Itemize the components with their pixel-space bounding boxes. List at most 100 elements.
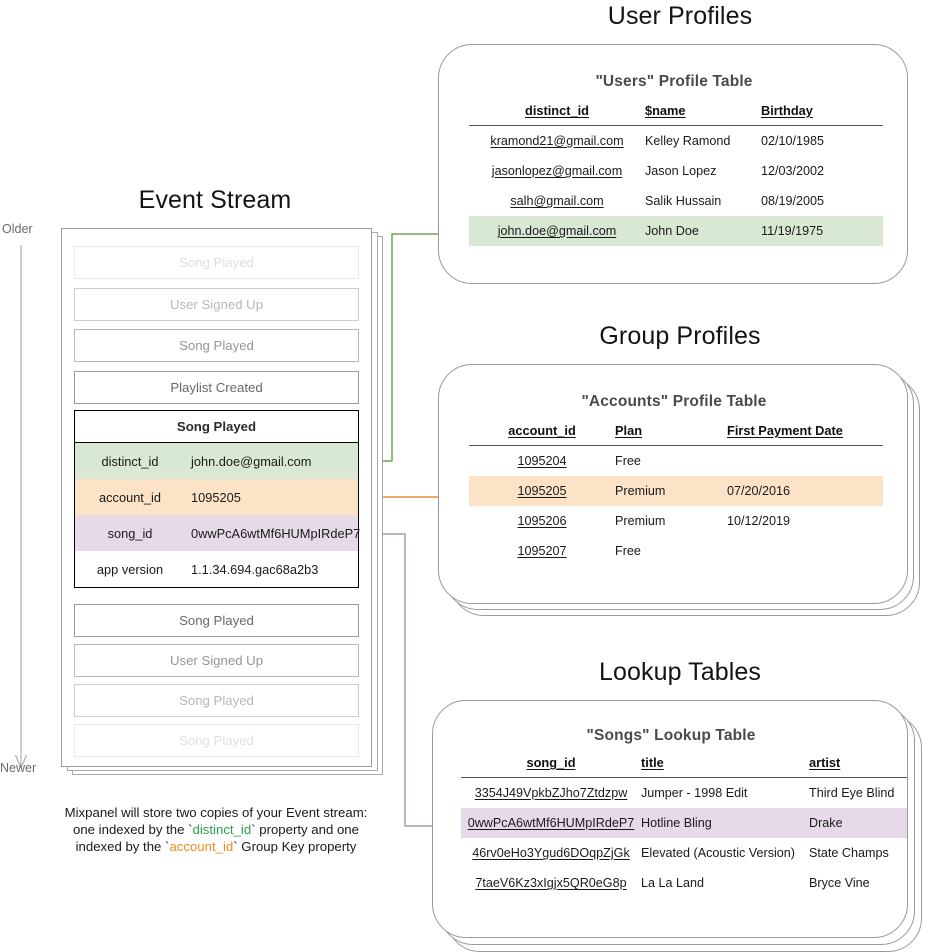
event-pill-after-3[interactable]: Song Played [74, 724, 359, 757]
table-row[interactable]: jasonlopez@gmail.com Jason Lopez 12/03/200… [469, 156, 883, 186]
event-property-key: song_id [107, 525, 153, 541]
column-header-birthday: Birthday [761, 103, 813, 118]
selected-event-card[interactable]: Song Played distinct_id john.doe@gmail.co… [74, 410, 360, 588]
table-cell [727, 536, 883, 566]
column-header-song-id: song_id [526, 755, 576, 770]
table-cell: Free [615, 544, 641, 558]
table-cell: John Doe [645, 216, 761, 246]
caption-line-1: Mixpanel will store two copies of your E… [64, 805, 368, 820]
event-property-row-distinct-id: distinct_id john.doe@gmail.com [75, 443, 358, 479]
caption-line-3: indexed by the `account_id` Group Key pr… [75, 839, 357, 854]
column-header-plan: Plan [615, 423, 643, 438]
event-property-key: distinct_id [101, 453, 159, 469]
table-cell: Premium [615, 476, 727, 506]
accounts-table-title: "Accounts" Profile Table [581, 393, 767, 410]
table-cell: Third Eye Blind [809, 786, 895, 800]
table-cell: Bryce Vine [809, 876, 870, 890]
table-row[interactable]: 1095204 Free [469, 446, 883, 477]
distinct-id-cell: salh@gmail.com [510, 194, 604, 208]
song-id-cell: 3354J49VpkbZJho7Ztdzpw [474, 786, 628, 800]
table-row[interactable]: 7taeV6Kz3xIgjx5QR0eG8p La La Land Bryce Vi… [461, 868, 907, 898]
table-row[interactable]: salh@gmail.com Salik Hussain 08/19/2005 [469, 186, 883, 216]
song-id-cell: 7taeV6Kz3xIgjx5QR0eG8p [475, 876, 627, 890]
event-pill-before-1[interactable]: User Signed Up [74, 288, 359, 321]
user-profiles-panel: "Users" Profile Table distinct_id $name Bi… [438, 44, 908, 284]
lookup-tables-panel-group: "Songs" Lookup Table song_id title artist 3… [432, 700, 927, 952]
caption-token-distinct-id: distinct_id [192, 822, 252, 837]
table-cell: 08/19/2005 [761, 194, 825, 208]
group-profiles-title: Group Profiles [599, 322, 761, 350]
user-profiles-panel-group: "Users" Profile Table distinct_id $name Bi… [438, 44, 908, 284]
account-id-cell: 1095205 [469, 476, 615, 506]
event-pill-after-2[interactable]: Song Played [74, 684, 359, 717]
diagram-caption: Mixpanel will store two copies of your E… [46, 804, 386, 855]
song-id-cell: 0wwPcA6wtMf6HUMpIRdeP7 [461, 808, 641, 838]
event-property-value: 1095205 [191, 489, 241, 505]
event-property-value: john.doe@gmail.com [191, 453, 312, 469]
account-id-cell: 1095204 [517, 454, 567, 468]
songs-table: song_id title artist 3354J49VpkbZJho7Ztdzpw… [461, 755, 907, 898]
event-property-key: account_id [99, 489, 161, 505]
table-cell [727, 446, 883, 477]
event-property-row-app-version: app version 1.1.34.694.gac68a2b3 [75, 551, 358, 587]
caption-line-2: one indexed by the `distinct_id` propert… [73, 822, 359, 837]
column-header--name: $name [645, 103, 686, 118]
distinct-id-cell: john.doe@gmail.com [469, 216, 645, 246]
account-id-cell: 1095207 [517, 544, 567, 558]
account-id-cell: 1095206 [517, 514, 567, 528]
table-cell: 10/12/2019 [727, 514, 791, 528]
column-header-title: title [641, 755, 664, 770]
event-pill-before-3[interactable]: Playlist Created [74, 371, 359, 404]
event-property-value: 1.1.34.694.gac68a2b3 [191, 561, 319, 577]
event-property-key: app version [96, 561, 164, 577]
column-header-first-payment-date: First Payment Date [727, 423, 843, 438]
table-cell: 07/20/2016 [727, 476, 883, 506]
table-cell: 12/03/2002 [761, 164, 825, 178]
table-row[interactable]: 1095206 Premium 10/12/2019 [469, 506, 883, 536]
lookup-tables-panel: "Songs" Lookup Table song_id title artist 3… [432, 700, 908, 938]
table-cell: Kelley Ramond [645, 134, 731, 148]
table-cell: Free [615, 454, 641, 468]
table-cell: Jason Lopez [645, 164, 717, 178]
distinct-id-cell: jasonlopez@gmail.com [491, 164, 623, 178]
event-stream-title: Event Stream [138, 186, 292, 214]
column-header-distinct-id: distinct_id [525, 103, 589, 118]
table-cell: 02/10/1985 [761, 134, 825, 148]
table-cell: 11/19/1975 [761, 216, 883, 246]
table-cell: Premium [615, 514, 666, 528]
users-table: distinct_id $name Birthday kramond21@gmail.… [469, 103, 883, 246]
users-table-title: "Users" Profile Table [595, 73, 753, 90]
user-profiles-title: User Profiles [607, 2, 753, 30]
event-property-row-account-id: account_id 1095205 [75, 479, 358, 515]
column-header-account-id: account_id [508, 423, 576, 438]
table-cell: Hotline Bling [641, 808, 809, 838]
table-cell: La La Land [641, 876, 705, 890]
table-cell: Elevated (Acoustic Version) [641, 846, 795, 860]
table-row[interactable]: kramond21@gmail.com Kelley Ramond 02/10/19… [469, 126, 883, 157]
songs-table-title: "Songs" Lookup Table [586, 727, 756, 744]
event-pill-after-0[interactable]: Song Played [74, 604, 359, 637]
event-pill-after-1[interactable]: User Signed Up [74, 644, 359, 677]
table-row[interactable]: 1095207 Free [469, 536, 883, 566]
event-pill-before-2[interactable]: Song Played [74, 329, 359, 362]
table-cell: State Champs [809, 846, 889, 860]
event-pill-before-0[interactable]: Song Played [74, 246, 359, 279]
selected-event-name: Song Played [75, 411, 358, 443]
timeline-label-newer: Newer [0, 761, 37, 775]
lookup-tables-title: Lookup Tables [598, 658, 762, 686]
table-cell: Salik Hussain [645, 194, 722, 208]
table-cell: Drake [809, 808, 907, 838]
distinct-id-cell: kramond21@gmail.com [490, 134, 624, 148]
caption-token-account-id: account_id [169, 839, 234, 854]
timeline-axis [14, 245, 28, 770]
column-header-artist: artist [809, 755, 841, 770]
